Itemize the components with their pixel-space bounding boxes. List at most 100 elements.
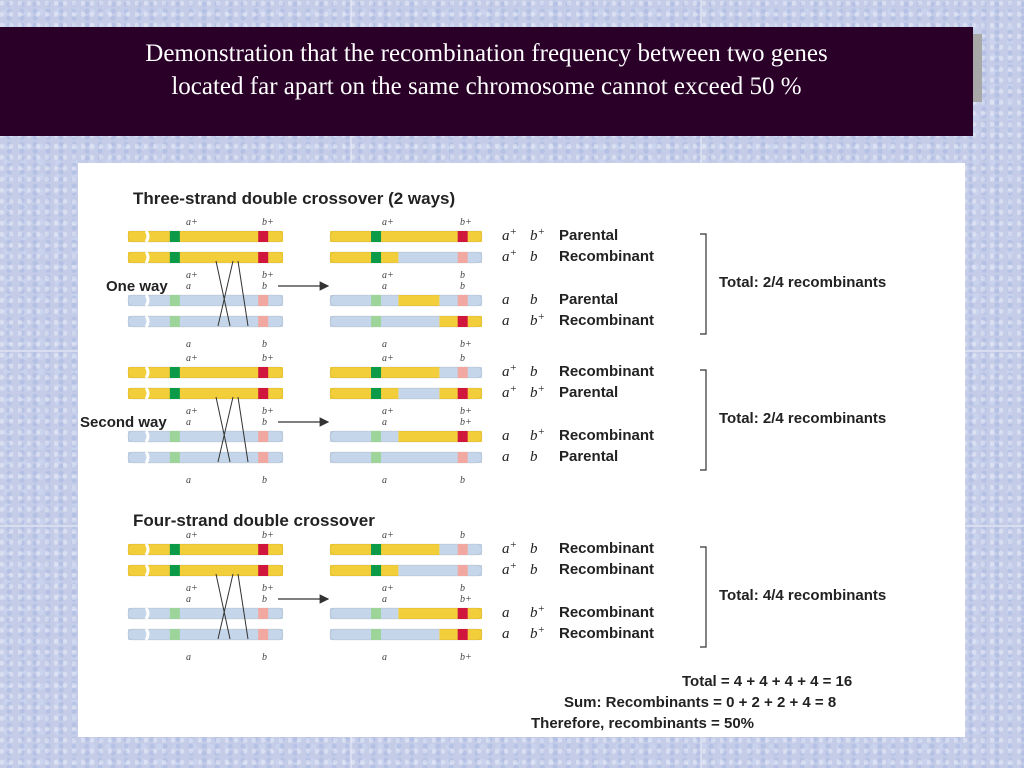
chromatid-outline: [127, 628, 284, 641]
result-gene-label-top-a: a+: [382, 530, 394, 541]
chromatid-outline: [127, 230, 284, 243]
result-gene-label-bottom-a: a: [382, 475, 387, 486]
centromere: [144, 628, 150, 641]
gene-label-b-plus: b+: [262, 530, 274, 541]
chromatid-segment: [330, 388, 399, 399]
strand-type-label: Recombinant: [559, 625, 654, 642]
result-chromatid: [329, 387, 483, 400]
marker-b-gene: [258, 388, 269, 399]
chromatid-segment: [128, 295, 283, 306]
gene-label-a: a: [186, 594, 191, 605]
crossover-lines: [215, 573, 249, 640]
section-heading-three-strand: Three-strand double crossover (2 ways): [133, 189, 455, 208]
chromatid-segment: [398, 608, 482, 619]
result-gene-b: b: [530, 292, 538, 308]
result-gene-b: b: [530, 562, 538, 578]
chromatid-outline: [127, 251, 284, 264]
bracket: [700, 546, 707, 648]
gene-label-a: a: [186, 281, 191, 292]
parent-chromatid: [127, 607, 284, 620]
chromatid-segment: [398, 565, 482, 576]
gene-label-b-plus: b+: [262, 583, 274, 594]
chromatid-segment: [330, 295, 399, 306]
marker-b-gene: [457, 231, 468, 242]
result-gene-a: a+: [502, 247, 517, 265]
result-chromatid: [329, 564, 483, 577]
marker-a-gene: [169, 367, 180, 378]
result-chromatid: [329, 366, 483, 379]
result-gene-b: b: [530, 249, 538, 265]
chromatid-segment: [128, 431, 283, 442]
slide-title: Demonstration that the recombination fre…: [0, 27, 973, 136]
gene-label-b: b: [262, 652, 267, 663]
parent-chromatid: [127, 251, 284, 264]
strand-type-label: Parental: [559, 291, 618, 308]
marker-a-gene: [371, 367, 382, 378]
summary-total: Total = 4 + 4 + 4 + 4 = 16: [682, 673, 852, 690]
chromatid-outline: [329, 430, 483, 443]
chromatid-segment: [128, 231, 283, 242]
summary-sum: Sum: Recombinants = 0 + 2 + 2 + 4 = 8: [564, 694, 836, 711]
result-gene-a: a+: [502, 383, 517, 401]
result-gene-a: a: [502, 605, 510, 621]
way-label: One way: [106, 278, 168, 295]
chromatid-segment: [128, 388, 283, 399]
gene-label-b: b: [262, 281, 267, 292]
result-gene-b: b+: [530, 603, 545, 621]
strand-type-label: Recombinant: [559, 248, 654, 265]
marker-a-gene: [169, 231, 180, 242]
gene-label-a-plus: a+: [186, 353, 198, 364]
result-gene-b: b+: [530, 624, 545, 642]
result-gene-a: a+: [502, 539, 517, 557]
strand-type-label: Parental: [559, 384, 618, 401]
gene-label-a-plus: a+: [186, 583, 198, 594]
result-gene-b: b+: [530, 383, 545, 401]
parent-chromatid: [127, 294, 284, 307]
marker-b-gene: [457, 252, 468, 263]
chromatid-segment: [398, 295, 440, 306]
chromatid-segment: [128, 252, 283, 263]
chromatid-outline: [329, 628, 483, 641]
parent-chromatid: [127, 315, 284, 328]
result-chromatid: [329, 543, 483, 556]
crossover-figure: Three-strand double crossover (2 ways) F…: [78, 163, 965, 737]
marker-a-gene: [371, 608, 382, 619]
result-gene-a: a+: [502, 226, 517, 244]
chromatid-segment: [330, 316, 440, 327]
centromere: [144, 564, 150, 577]
parent-chromatid: [127, 430, 284, 443]
chromatid-segment: [330, 252, 399, 263]
marker-b-gene: [258, 431, 269, 442]
marker-b-gene: [258, 544, 269, 555]
result-gene-a: a+: [502, 362, 517, 380]
centromere: [144, 366, 150, 379]
parent-chromatid: [127, 451, 284, 464]
strand-type-label: Recombinant: [559, 604, 654, 621]
chromatid-segment: [330, 629, 440, 640]
panel-total-recombinants: Total: 2/4 recombinants: [719, 410, 886, 427]
strand-type-label: Recombinant: [559, 363, 654, 380]
result-chromatid: [329, 628, 483, 641]
centromere: [144, 251, 150, 264]
marker-b-gene: [457, 565, 468, 576]
parent-chromatid: [127, 366, 284, 379]
result-chromatid: [329, 430, 483, 443]
chromatid-outline: [329, 251, 483, 264]
chromatid-segment: [128, 629, 283, 640]
result-gene-label-top-a: a+: [382, 217, 394, 228]
result-gene-label-top-a: a+: [382, 353, 394, 364]
gene-label-a-plus: a+: [186, 406, 198, 417]
centromere: [144, 607, 150, 620]
result-chromatid: [329, 294, 483, 307]
chromatid-outline: [329, 294, 483, 307]
result-gene-label-b: b: [460, 281, 465, 292]
chromatid-outline: [127, 430, 284, 443]
chromatid-segment: [128, 608, 283, 619]
result-gene-b: b+: [530, 311, 545, 329]
centromere: [144, 430, 150, 443]
marker-b-gene: [457, 316, 468, 327]
crossover-lines: [215, 260, 249, 327]
result-chromatid: [329, 315, 483, 328]
